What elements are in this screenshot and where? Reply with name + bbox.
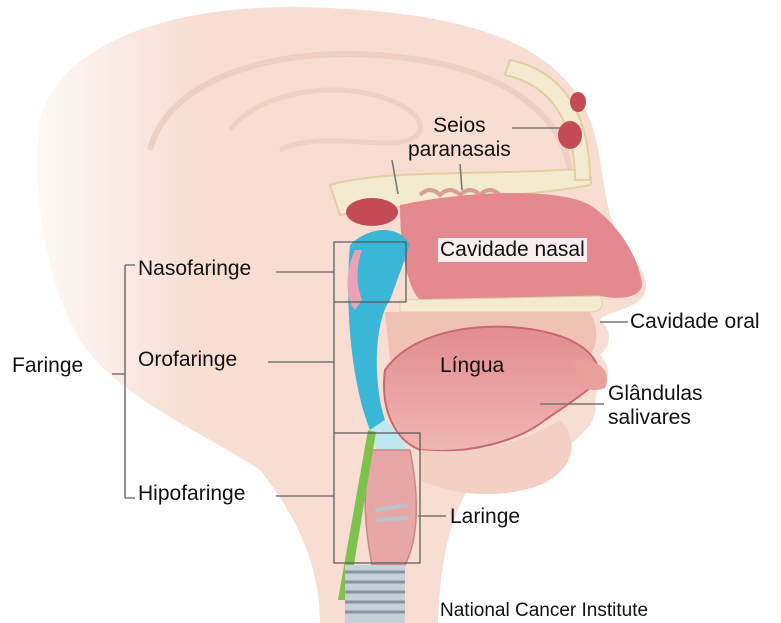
sphenoid-sinus: [346, 198, 398, 226]
frontal-sinus: [570, 92, 586, 112]
label-glandulas-line2: salivares: [608, 406, 703, 430]
label-seios-paranasais: Seios paranasais: [408, 114, 511, 162]
label-lingua: Língua: [440, 354, 504, 378]
label-laringe: Laringe: [450, 505, 520, 529]
label-hipofaringe: Hipofaringe: [138, 482, 245, 506]
label-faringe: Faringe: [12, 354, 83, 378]
frontal-sinus-2: [558, 121, 582, 149]
label-nasofaringe: Nasofaringe: [138, 257, 251, 281]
label-cavidade-nasal: Cavidade nasal: [438, 238, 587, 262]
label-cavidade-oral: Cavidade oral: [630, 310, 760, 334]
label-seios-line1: Seios: [408, 114, 511, 138]
label-seios-line2: paranasais: [408, 138, 511, 162]
credit-text: National Cancer Institute: [440, 600, 648, 622]
label-glandulas-salivares: Glândulas salivares: [608, 382, 703, 430]
label-glandulas-line1: Glândulas: [608, 382, 703, 406]
trachea: [345, 565, 405, 623]
label-orofaringe: Orofaringe: [138, 348, 237, 372]
